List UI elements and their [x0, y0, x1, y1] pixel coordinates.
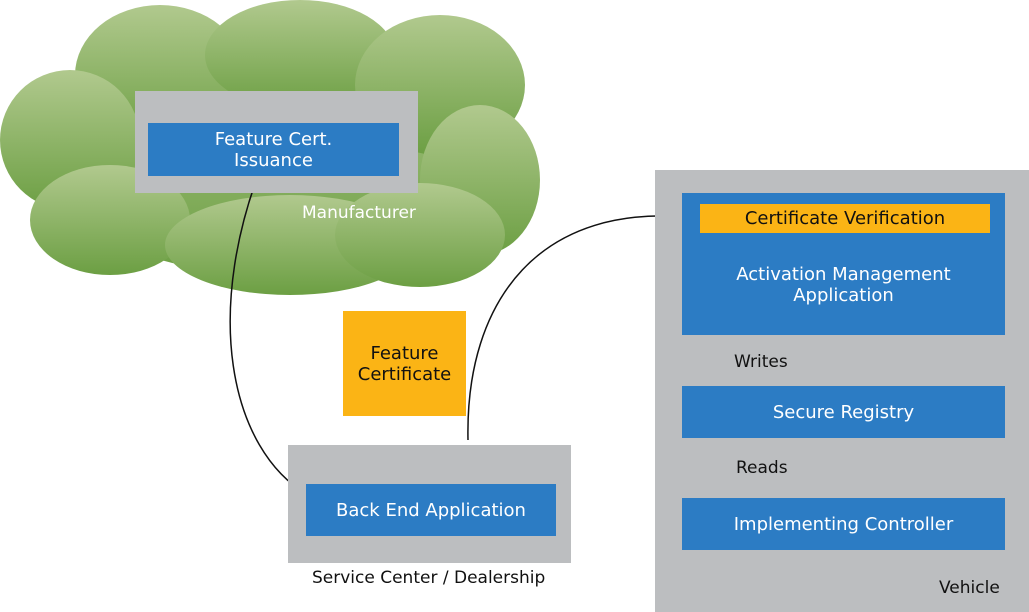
back-end-application-box: Back End Application: [306, 484, 556, 536]
arrow-issuance-to-backend: [229, 149, 309, 496]
certificate-verification-box: Certificate Verification: [700, 204, 990, 233]
feature-certificate-box: Feature Certificate: [343, 311, 466, 416]
service-center-label: Service Center / Dealership: [312, 568, 546, 588]
manufacturer-cloud: [0, 0, 540, 295]
activation-management-label: Activation Management Application: [736, 264, 951, 306]
secure-registry-box: Secure Registry: [682, 386, 1005, 438]
arrow-backend-to-verification: [467, 211, 699, 441]
vehicle-label: Vehicle: [939, 578, 1000, 598]
reads-label: Reads: [736, 458, 788, 478]
writes-label: Writes: [734, 352, 788, 372]
manufacturer-label: Manufacturer: [302, 203, 416, 223]
feature-cert-issuance-box: Feature Cert. Issuance: [148, 123, 399, 176]
implementing-controller-box: Implementing Controller: [682, 498, 1005, 550]
